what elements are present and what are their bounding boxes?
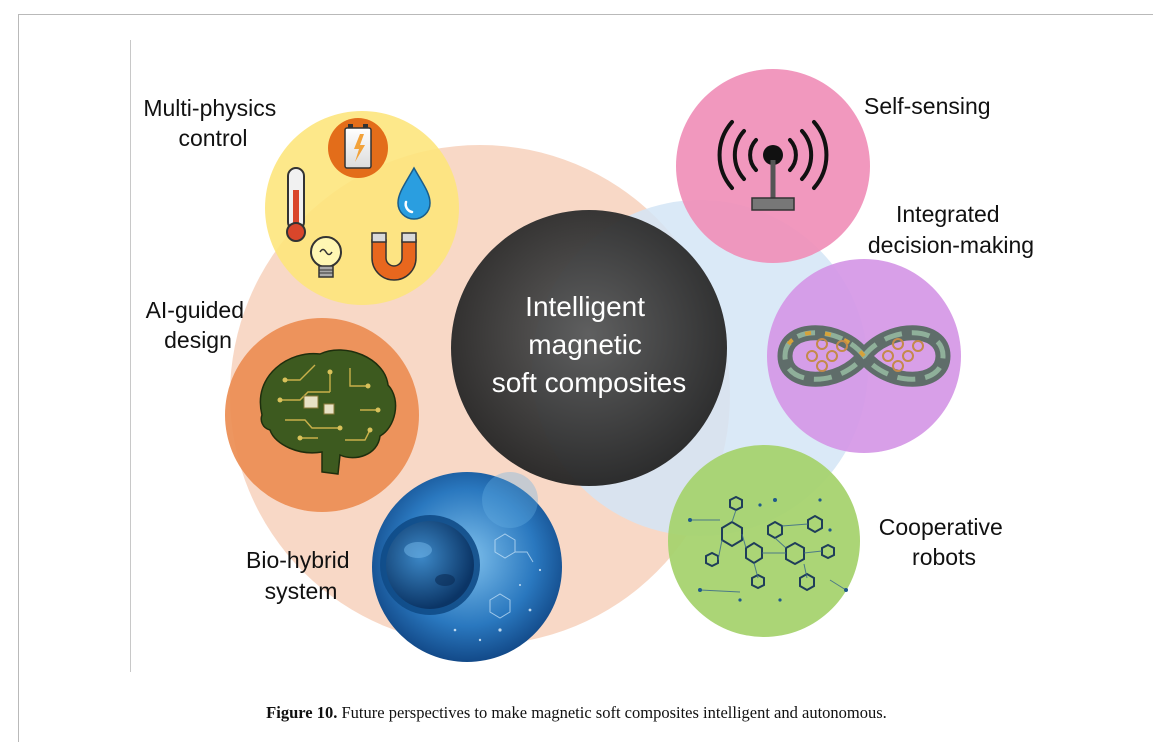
decision-label: Integrated decision-making [868,201,1034,258]
cell-icon [380,472,542,642]
frame-top-border [18,14,1153,15]
multiphysics-label: Multi-physics control [143,95,282,151]
network-lines [690,509,847,593]
ai-design-node [225,318,419,512]
ai-design-label-line-1: AI-guided [146,297,244,323]
frame-left-border [18,14,19,742]
figure-caption-label: Figure 10. [266,703,338,722]
network-nodes [688,498,848,602]
multiphysics-label-line-1: Multi-physics [143,95,276,121]
decision-label-line-2: decision-making [868,232,1034,258]
decision-node [767,259,961,453]
figure-caption-text: Future perspectives to make magnetic sof… [337,703,887,722]
biohybrid-label-line-1: Bio-hybrid [246,547,350,573]
center-label-line-2: magnetic [528,329,642,360]
cooperative-label: Cooperative robots [879,514,1009,570]
ai-design-label-line-2: design [164,327,232,353]
light-bulb-icon [310,236,342,278]
center-label-line-1: Intelligent [525,291,645,322]
ai-design-label: AI-guided design [146,297,251,353]
multiphysics-node [265,111,459,305]
cooperative-circle [668,445,860,637]
figure-left-rule [130,40,131,672]
perspectives-diagram: Intelligent magnetic soft composites Mul… [143,69,1034,662]
center-circle [451,210,727,486]
cooperative-label-line-1: Cooperative [879,514,1003,540]
circuit-brain-icon [259,349,397,475]
biohybrid-label: Bio-hybrid system [246,547,356,604]
infinity-loop-icon [777,325,951,387]
multiphysics-label-line-2: control [178,125,247,151]
thermometer-icon [286,167,306,242]
biohybrid-label-line-2: system [265,578,338,604]
water-drop-icon [397,166,431,220]
decision-label-line-1: Integrated [896,201,1000,227]
battery-icon [328,118,388,178]
cooperative-label-line-2: robots [912,544,976,570]
center-node: Intelligent magnetic soft composites [451,210,727,486]
biohybrid-node [372,472,562,662]
magnet-icon [371,232,417,281]
center-label: Intelligent magnetic soft composites [492,291,687,398]
antenna-signal-icon [717,120,829,211]
selfsensing-label-line-1: Self-sensing [864,93,991,119]
center-label-line-3: soft composites [492,367,687,398]
cooperative-node [668,445,860,637]
selfsensing-label: Self-sensing [864,93,991,119]
figure-caption: Figure 10. Future perspectives to make m… [0,703,1153,723]
selfsensing-node [676,69,870,263]
hexagon-network-icon [705,495,835,592]
